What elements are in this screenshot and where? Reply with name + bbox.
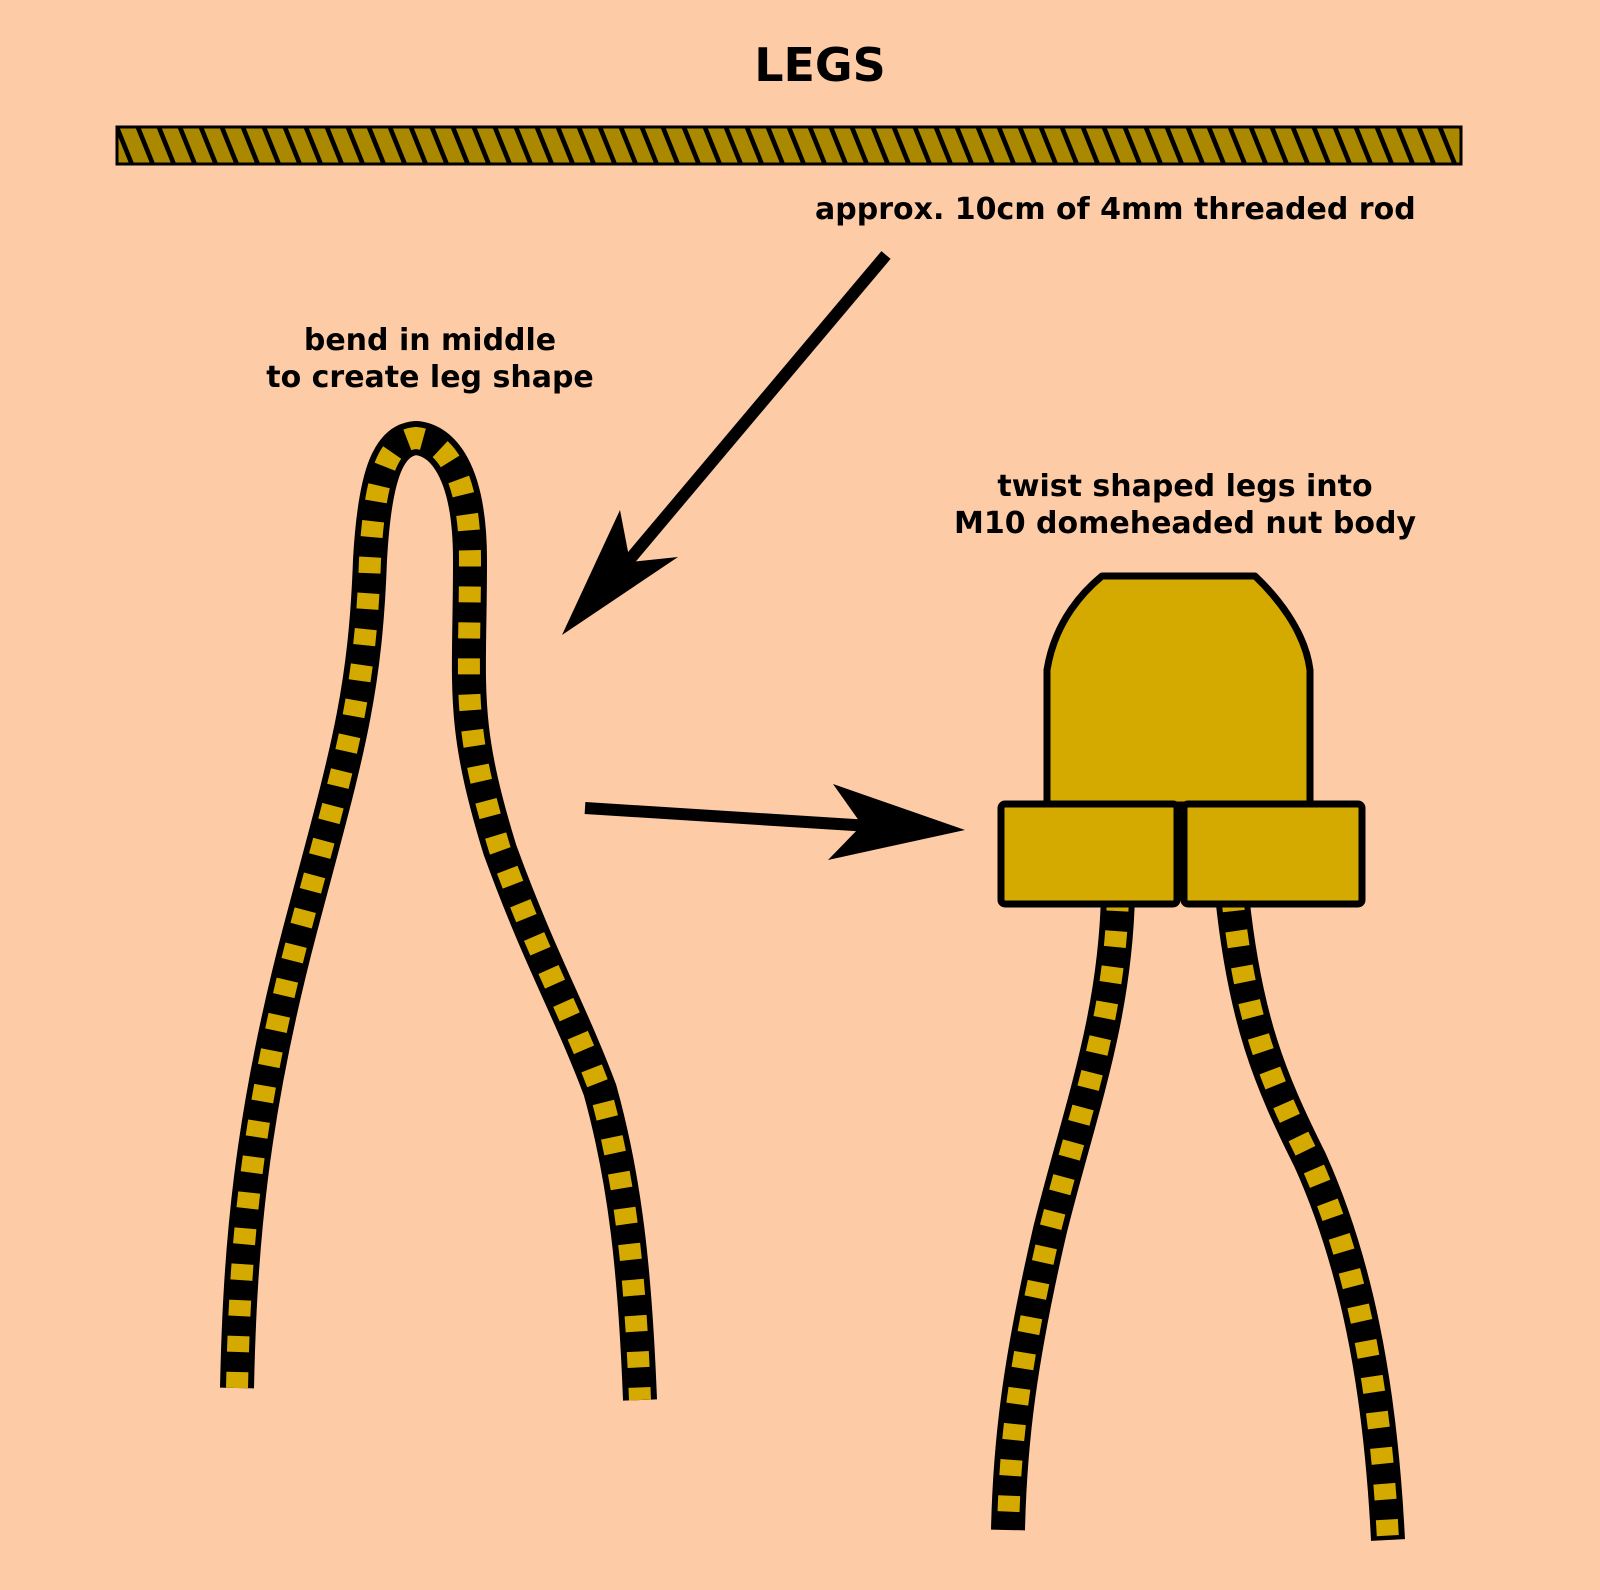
nut-hex-right (1180, 800, 1366, 908)
bend-label-line2: to create leg shape (266, 360, 594, 395)
twist-label-line2: M10 domeheaded nut body (953, 506, 1417, 541)
rod-label: approx. 10cm of 4mm threaded rod (815, 192, 1416, 227)
twist-label: twist shaped legs into M10 domeheaded nu… (935, 468, 1435, 542)
bent-leg (220, 420, 657, 1401)
domehead-nut (997, 572, 1366, 908)
title: LEGS (754, 38, 886, 92)
arrow-bend-to-nut (584, 784, 965, 860)
nut-dome (1043, 572, 1314, 809)
bend-label-line1: bend in middle (303, 323, 557, 358)
threaded-rod (115, 125, 1463, 166)
arrow-rod-to-bend (562, 251, 891, 635)
bend-label: bend in middle to create leg shape (230, 322, 630, 396)
twist-label-line1: twist shaped legs into (997, 469, 1373, 504)
nut-hex-left (997, 800, 1181, 908)
nut-legs (991, 893, 1405, 1541)
